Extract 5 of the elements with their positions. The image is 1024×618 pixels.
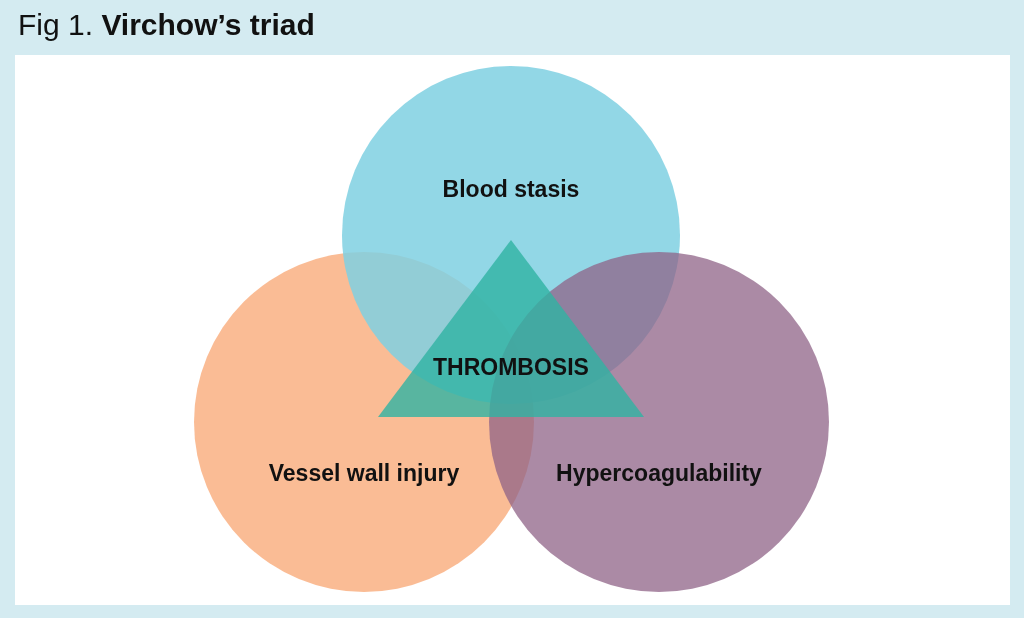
figure-title: Fig 1. Virchow’s triad xyxy=(18,8,315,42)
region-label: Hypercoagulability xyxy=(555,460,763,487)
region-label: Vessel wall injury xyxy=(267,460,461,487)
region-label: THROMBOSIS xyxy=(432,354,590,381)
region-label: Blood stasis xyxy=(441,176,581,203)
